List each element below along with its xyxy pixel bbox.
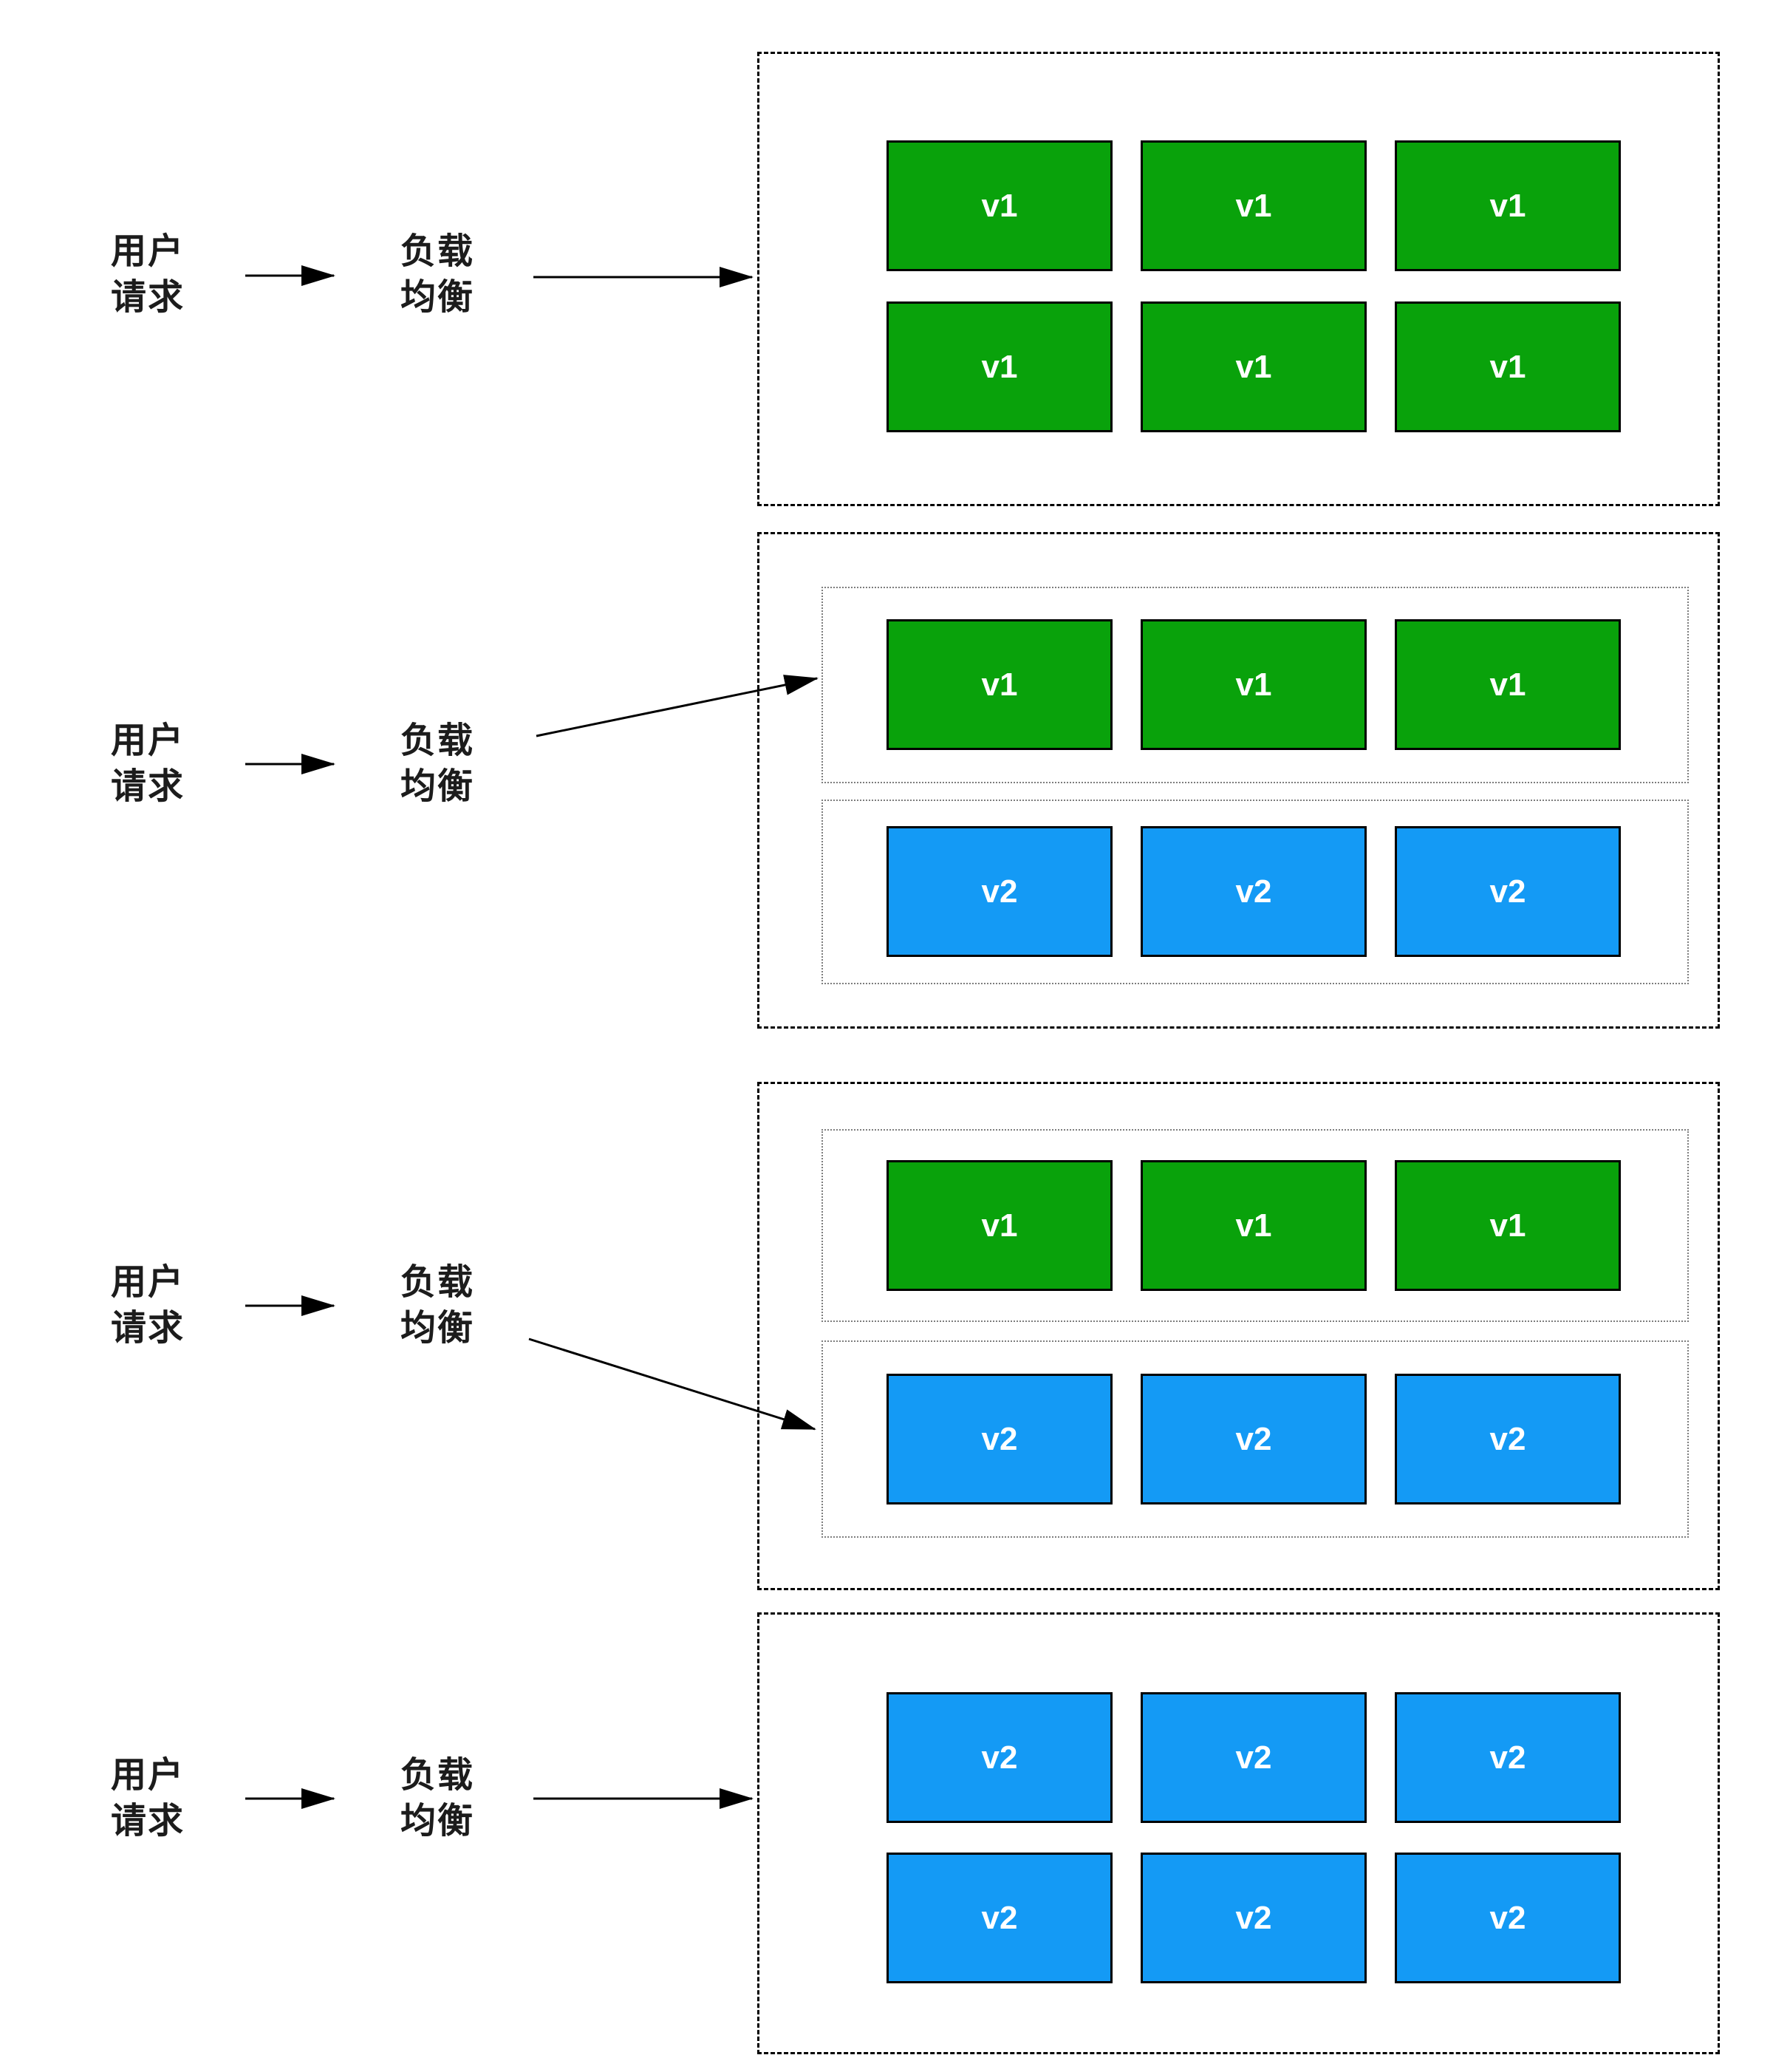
- pod-row: v1 v1 v1: [886, 140, 1621, 271]
- pod-row: v2 v2 v2: [886, 1692, 1621, 1823]
- cluster-row2: [757, 532, 1720, 1029]
- pod-row: v1 v1 v1: [886, 301, 1621, 432]
- load-balancer-label-row2: 负载 均衡: [378, 718, 496, 810]
- pod-row: v1 v1 v1: [886, 619, 1621, 750]
- label-line: 请求: [110, 1309, 185, 1348]
- pod-v1: v1: [1395, 140, 1621, 271]
- v2-pod-group-row2: [821, 800, 1689, 984]
- label-line: 用户: [110, 1263, 185, 1302]
- pod-v1: v1: [1141, 1160, 1367, 1291]
- label-line: 用户: [110, 232, 185, 271]
- pod-v2: v2: [1141, 826, 1367, 957]
- user-request-label-row3: 用户 请求: [89, 1260, 207, 1352]
- pod-v1: v1: [886, 1160, 1113, 1291]
- pod-row: v2 v2 v2: [886, 1374, 1621, 1504]
- pod-row: v1 v1 v1: [886, 1160, 1621, 1291]
- pod-v1: v1: [886, 619, 1113, 750]
- label-line: 请求: [110, 767, 185, 806]
- pod-v2: v2: [1395, 1853, 1621, 1983]
- cluster-row4: [757, 1612, 1720, 2054]
- pod-v1: v1: [1141, 140, 1367, 271]
- label-line: 均衡: [400, 1309, 474, 1348]
- pod-v1: v1: [1141, 619, 1367, 750]
- pod-v1: v1: [1395, 619, 1621, 750]
- pod-v2: v2: [886, 1692, 1113, 1823]
- pod-v1: v1: [886, 140, 1113, 271]
- load-balancer-label-row3: 负载 均衡: [378, 1260, 496, 1352]
- pod-v2: v2: [886, 1374, 1113, 1504]
- user-request-label-row1: 用户 请求: [89, 229, 207, 321]
- v1-pod-group-row2: [821, 587, 1689, 783]
- label-line: 负载: [400, 721, 474, 760]
- user-request-label-row4: 用户 请求: [89, 1753, 207, 1844]
- pod-v1: v1: [1395, 301, 1621, 432]
- pod-v2: v2: [886, 1853, 1113, 1983]
- v2-pod-group-row3: [821, 1340, 1689, 1538]
- pod-v2: v2: [1141, 1692, 1367, 1823]
- label-line: 负载: [400, 1263, 474, 1302]
- v1-pod-group-row3: [821, 1129, 1689, 1322]
- label-line: 均衡: [400, 1802, 474, 1841]
- load-balancer-label-row1: 负载 均衡: [378, 229, 496, 321]
- pod-v2: v2: [886, 826, 1113, 957]
- label-line: 负载: [400, 232, 474, 271]
- label-line: 用户: [110, 721, 185, 760]
- label-line: 用户: [110, 1756, 185, 1795]
- pod-v1: v1: [886, 301, 1113, 432]
- pod-v2: v2: [1395, 1692, 1621, 1823]
- user-request-label-row2: 用户 请求: [89, 718, 207, 810]
- pod-v1: v1: [1395, 1160, 1621, 1291]
- label-line: 均衡: [400, 278, 474, 317]
- pod-v2: v2: [1395, 1374, 1621, 1504]
- label-line: 负载: [400, 1756, 474, 1795]
- pod-v2: v2: [1395, 826, 1621, 957]
- cluster-row3: [757, 1082, 1720, 1590]
- label-line: 均衡: [400, 767, 474, 806]
- pod-row: v2 v2 v2: [886, 826, 1621, 957]
- pod-v1: v1: [1141, 301, 1367, 432]
- load-balancer-label-row4: 负载 均衡: [378, 1753, 496, 1844]
- pod-v2: v2: [1141, 1853, 1367, 1983]
- pod-v2: v2: [1141, 1374, 1367, 1504]
- label-line: 请求: [110, 1802, 185, 1841]
- pod-row: v2 v2 v2: [886, 1853, 1621, 1983]
- label-line: 请求: [110, 278, 185, 317]
- cluster-row1: [757, 52, 1720, 506]
